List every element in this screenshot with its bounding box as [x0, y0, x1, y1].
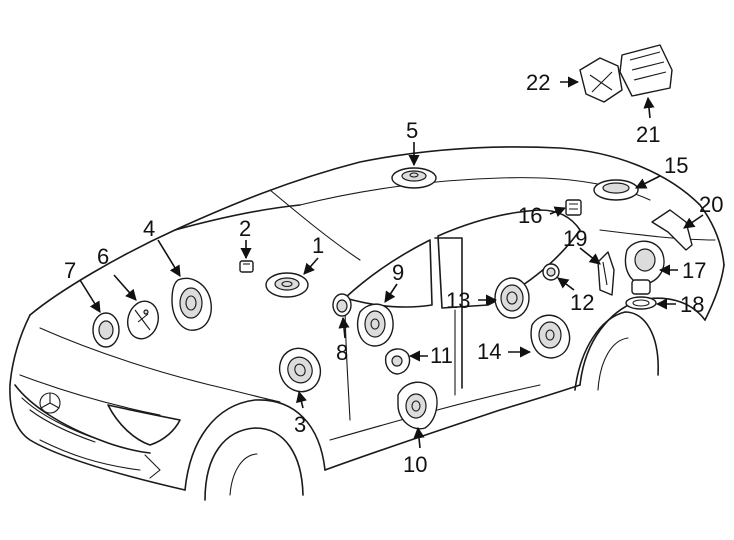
part-11-bracket — [384, 348, 411, 375]
callout-14: 14 — [477, 339, 501, 364]
callout-4: 4 — [143, 216, 155, 241]
part-12-grommet — [542, 263, 560, 281]
part-7-speaker — [92, 312, 120, 348]
part-18-gasket — [625, 296, 657, 310]
part-16-clip — [565, 199, 582, 216]
callout-6: 6 — [97, 244, 109, 269]
callout-15: 15 — [664, 153, 688, 178]
part-9-door-speaker — [356, 303, 394, 347]
callout-3: 3 — [294, 412, 306, 437]
part-21-amplifier — [619, 44, 673, 97]
callout-18: 18 — [680, 292, 704, 317]
callout-9: 9 — [392, 260, 404, 285]
part-19-bracket — [597, 251, 615, 296]
callout-17: 17 — [682, 258, 706, 283]
part-15-rear-deck-speaker — [593, 179, 639, 201]
part-20-bracket — [651, 209, 693, 251]
part-22-bracket — [579, 57, 623, 103]
callout-5: 5 — [406, 118, 418, 143]
leader-arrows — [79, 76, 704, 449]
callout-8: 8 — [336, 340, 348, 365]
callout-7: 7 — [64, 258, 76, 283]
callout-1: 1 — [312, 233, 324, 258]
callout-16: 16 — [518, 203, 542, 228]
callout-22: 22 — [526, 70, 550, 95]
callout-10: 10 — [403, 452, 427, 477]
part-3-door-speaker — [278, 347, 322, 393]
callout-20: 20 — [699, 192, 723, 217]
part-10-rear-door-speaker — [397, 381, 438, 430]
callout-19: 19 — [563, 226, 587, 251]
part-14-speaker-bracket — [530, 314, 571, 359]
part-8-tweeter — [332, 293, 352, 317]
callout-12: 12 — [570, 290, 594, 315]
callout-11: 11 — [430, 343, 453, 368]
part-2-clip — [239, 260, 254, 273]
part-13-rear-speaker — [494, 277, 530, 319]
part-5-roof-speaker — [391, 167, 437, 189]
part-1-dash-speaker — [265, 272, 309, 298]
callout-13: 13 — [446, 288, 470, 313]
callout-2: 2 — [239, 216, 251, 241]
part-17-subwoofer — [624, 240, 665, 295]
part-6-speaker-cover — [126, 300, 160, 340]
part-4-front-speaker — [171, 277, 212, 331]
callout-21: 21 — [636, 122, 660, 147]
